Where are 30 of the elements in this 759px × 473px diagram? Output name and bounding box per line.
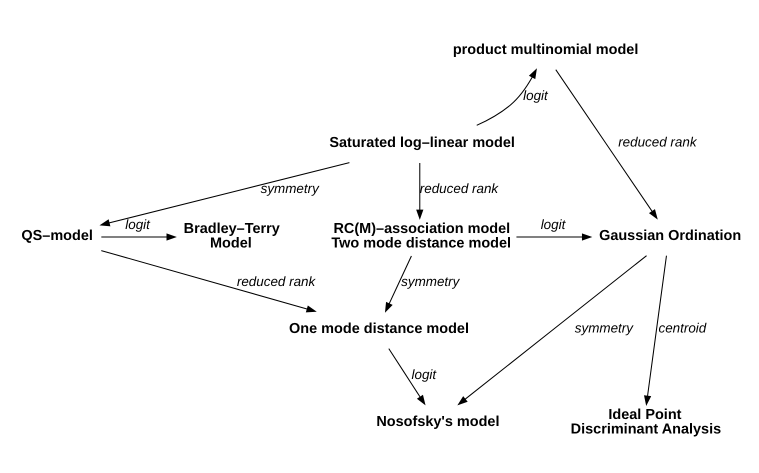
node-text: Ideal Point Discriminant Analysis bbox=[570, 406, 721, 438]
edge-label: reduced rank bbox=[236, 273, 315, 288]
node-text: Gaussian Ordination bbox=[598, 227, 741, 244]
arrow bbox=[100, 250, 316, 312]
edge-label: reduced rank bbox=[618, 134, 696, 149]
edge-label: symmetry bbox=[574, 320, 632, 335]
edge-label: logit bbox=[540, 216, 565, 232]
edge-label: symmetry bbox=[260, 180, 318, 196]
arrow bbox=[98, 162, 350, 226]
arrow bbox=[554, 68, 658, 220]
edge-label: centroid bbox=[658, 320, 706, 335]
node-text: Bradley–Terry Model bbox=[183, 220, 280, 252]
arrow bbox=[100, 232, 176, 240]
arrow bbox=[456, 254, 646, 405]
edge-label: logit bbox=[411, 366, 436, 382]
arrow bbox=[388, 348, 426, 405]
arrow bbox=[644, 255, 666, 406]
edge-label: symmetry bbox=[400, 273, 459, 288]
node-text: Saturated log–linear model bbox=[328, 134, 514, 150]
edge-label: logit bbox=[522, 87, 548, 102]
arrow bbox=[516, 232, 592, 240]
node-text: Nosofsky's model bbox=[376, 413, 500, 430]
node-text: One mode distance model bbox=[288, 320, 468, 336]
arrow bbox=[476, 68, 536, 126]
edge-label: logit bbox=[124, 216, 150, 232]
node-text: RC(M)–association model Two mode distance model bbox=[330, 220, 511, 252]
arrow bbox=[416, 162, 423, 220]
arrow bbox=[384, 255, 412, 312]
node-text: QS–model bbox=[20, 227, 92, 244]
node-text: product multinomial model bbox=[452, 41, 638, 58]
